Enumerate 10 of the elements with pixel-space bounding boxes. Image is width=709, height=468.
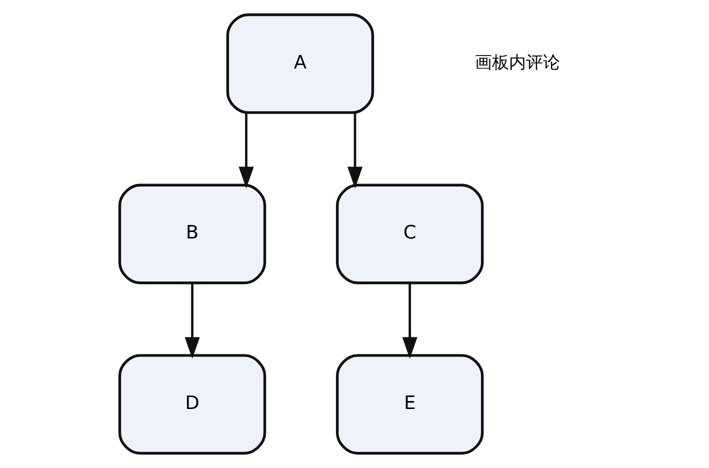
node-box: A xyxy=(226,13,374,114)
arrow xyxy=(346,112,362,188)
node-box: E xyxy=(335,354,484,455)
arrow xyxy=(238,112,254,188)
node-box: D xyxy=(118,354,266,455)
arrow xyxy=(402,283,417,359)
node-box: B xyxy=(118,184,266,284)
node-box: C xyxy=(335,184,484,284)
arrow xyxy=(184,283,200,359)
label: 画板内评论 xyxy=(474,52,560,72)
